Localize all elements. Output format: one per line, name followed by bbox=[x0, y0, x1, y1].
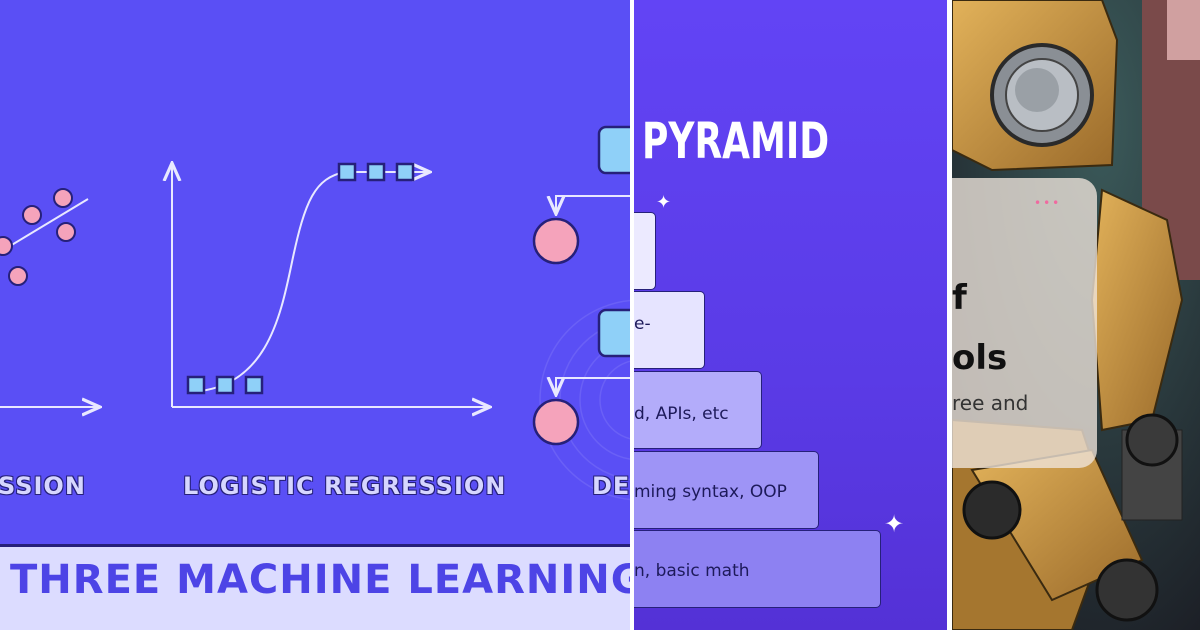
decision-tree-chart bbox=[532, 125, 630, 446]
data-point bbox=[53, 188, 73, 208]
sparkle-icon: ✦ bbox=[656, 192, 672, 213]
tree-leaf bbox=[532, 217, 580, 265]
banner-title: THREE MACHINE LEARNING MOD bbox=[10, 557, 630, 603]
pyramid-step: e- bbox=[634, 291, 705, 369]
pyramid-step: ming syntax, OOP bbox=[634, 451, 819, 529]
linear-regression-chart bbox=[0, 188, 98, 407]
skill-pyramid-panel: PYRAMID e- d, APIs, etc ming syntax, OOP… bbox=[634, 0, 947, 630]
pyramid-step bbox=[634, 212, 656, 290]
data-square bbox=[244, 375, 264, 395]
data-point bbox=[22, 205, 42, 225]
ml-models-illustration bbox=[0, 125, 630, 501]
data-point bbox=[0, 236, 13, 256]
tree-node bbox=[597, 308, 630, 358]
panel-divider bbox=[947, 0, 952, 630]
ml-models-panel: SSION LOGISTIC REGRESSION DE THREE MACHI… bbox=[0, 0, 630, 630]
logistic-regression-chart bbox=[172, 164, 488, 407]
data-square bbox=[215, 375, 235, 395]
sigmoid-curve bbox=[187, 172, 428, 393]
decision-tree-label: DE bbox=[592, 472, 630, 500]
sparkle-icon: ✦ bbox=[884, 510, 905, 538]
data-square bbox=[395, 162, 415, 182]
pyramid-step-label: ming syntax, OOP bbox=[634, 482, 787, 502]
robot-tools-panel: ••• f ols ree and bbox=[952, 0, 1200, 630]
data-point bbox=[56, 222, 76, 242]
pyramid-step-label: n, basic math bbox=[634, 561, 750, 581]
pyramid-step: n, basic math bbox=[634, 530, 881, 608]
pyramid-title: PYRAMID bbox=[642, 112, 830, 170]
panel-divider bbox=[630, 0, 634, 630]
logistic-regression-label: LOGISTIC REGRESSION bbox=[183, 472, 507, 500]
tree-branch bbox=[556, 377, 630, 393]
data-point bbox=[8, 266, 28, 286]
pyramid-step: d, APIs, etc bbox=[634, 371, 762, 449]
dots-icon: ••• bbox=[1034, 196, 1062, 210]
data-square bbox=[337, 162, 357, 182]
tree-branch bbox=[556, 195, 630, 212]
trend-line bbox=[0, 198, 89, 253]
card-subtitle: ree and bbox=[952, 391, 1029, 415]
pyramid-step-label: e- bbox=[634, 314, 651, 334]
tree-leaf bbox=[532, 398, 580, 446]
data-square bbox=[366, 162, 386, 182]
tree-node bbox=[597, 125, 630, 175]
pyramid-step-label: d, APIs, etc bbox=[634, 404, 729, 424]
data-square bbox=[186, 375, 206, 395]
info-card: ••• f ols ree and bbox=[952, 178, 1097, 468]
card-heading-line-1: f bbox=[952, 278, 967, 318]
card-heading-line-2: ols bbox=[952, 338, 1008, 378]
linear-regression-label: SSION bbox=[0, 472, 86, 500]
title-banner: THREE MACHINE LEARNING MOD bbox=[0, 544, 630, 630]
